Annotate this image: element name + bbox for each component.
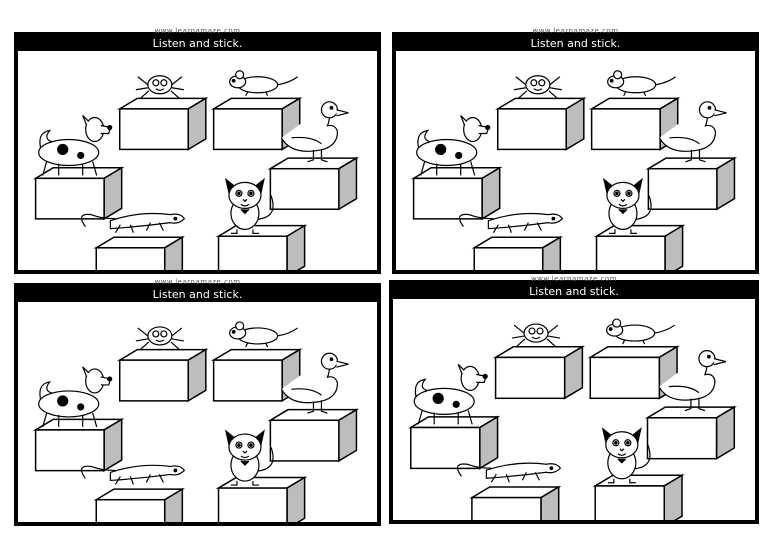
sticker-box (32, 166, 125, 221)
title-bar: Listen and stick. (393, 284, 755, 299)
watermark-text: www.learnamaze.com (154, 278, 241, 286)
sticker-box (117, 348, 209, 403)
sticker-box (267, 156, 360, 211)
duck-icon (658, 350, 727, 412)
sticker-box (471, 235, 564, 270)
sticker-box (408, 415, 501, 470)
spider-icon (511, 323, 561, 348)
watermark-text: www.learnamaze.com (530, 275, 618, 283)
sticker-box (495, 96, 587, 151)
sticker-box (644, 405, 737, 460)
lizard-icon (456, 462, 562, 483)
duck-icon (280, 101, 349, 163)
worksheet-title: Listen and stick. (529, 285, 619, 298)
animal-scene (410, 70, 738, 270)
animal-scene (408, 318, 737, 520)
sticker-box (93, 235, 186, 270)
duck-icon (280, 352, 349, 414)
watermark-text: www.learnamaze.com (154, 27, 241, 35)
lizard-icon (458, 212, 564, 233)
worksheet-card: www.learnamaze.com Listen and stick. (389, 275, 759, 524)
worksheet-title: Listen and stick. (530, 37, 621, 50)
lizard-icon (80, 212, 186, 233)
cat-icon (224, 429, 274, 486)
mouse-icon (229, 321, 299, 348)
worksheet-card: www.learnamaze.com Listen and stick. (14, 278, 381, 526)
sticker-box (469, 485, 562, 520)
mouse-icon (229, 70, 299, 97)
sticker-box (267, 408, 360, 463)
watermark-text: www.learnamaze.com (532, 27, 619, 35)
mouse-icon (606, 318, 676, 345)
spider-icon (135, 326, 184, 351)
title-bar: Listen and stick. (18, 36, 377, 51)
sticker-box (593, 224, 686, 270)
sticker-box (215, 476, 308, 522)
dog-icon (38, 115, 113, 176)
sticker-box (93, 487, 186, 522)
spider-icon (135, 75, 184, 100)
lizard-icon (80, 464, 186, 485)
animal-scene (32, 70, 360, 270)
animal-scene (32, 321, 360, 522)
sticker-box (117, 96, 209, 151)
sticker-box (210, 96, 303, 151)
dog-icon (413, 363, 488, 425)
cat-icon (224, 177, 274, 234)
dog-icon (416, 115, 491, 176)
worksheet-title: Listen and stick. (152, 288, 243, 301)
worksheet-card: www.learnamaze.com Listen and stick. (14, 27, 381, 274)
duck-icon (658, 101, 727, 163)
title-bar: Listen and stick. (396, 36, 755, 51)
sticker-box (410, 166, 503, 221)
worksheet-title: Listen and stick. (152, 37, 243, 50)
worksheet-card: www.learnamaze.com Listen and stick. (392, 27, 759, 274)
dog-icon (38, 366, 113, 428)
sticker-box (32, 418, 125, 472)
sticker-box (592, 473, 685, 520)
sticker-box (215, 224, 308, 270)
sticker-box (492, 345, 586, 400)
mouse-icon (607, 70, 677, 97)
spider-icon (513, 75, 562, 100)
cat-icon (601, 427, 651, 484)
title-bar: Listen and stick. (18, 287, 377, 302)
sticker-box (645, 156, 738, 211)
cat-icon (602, 177, 652, 234)
